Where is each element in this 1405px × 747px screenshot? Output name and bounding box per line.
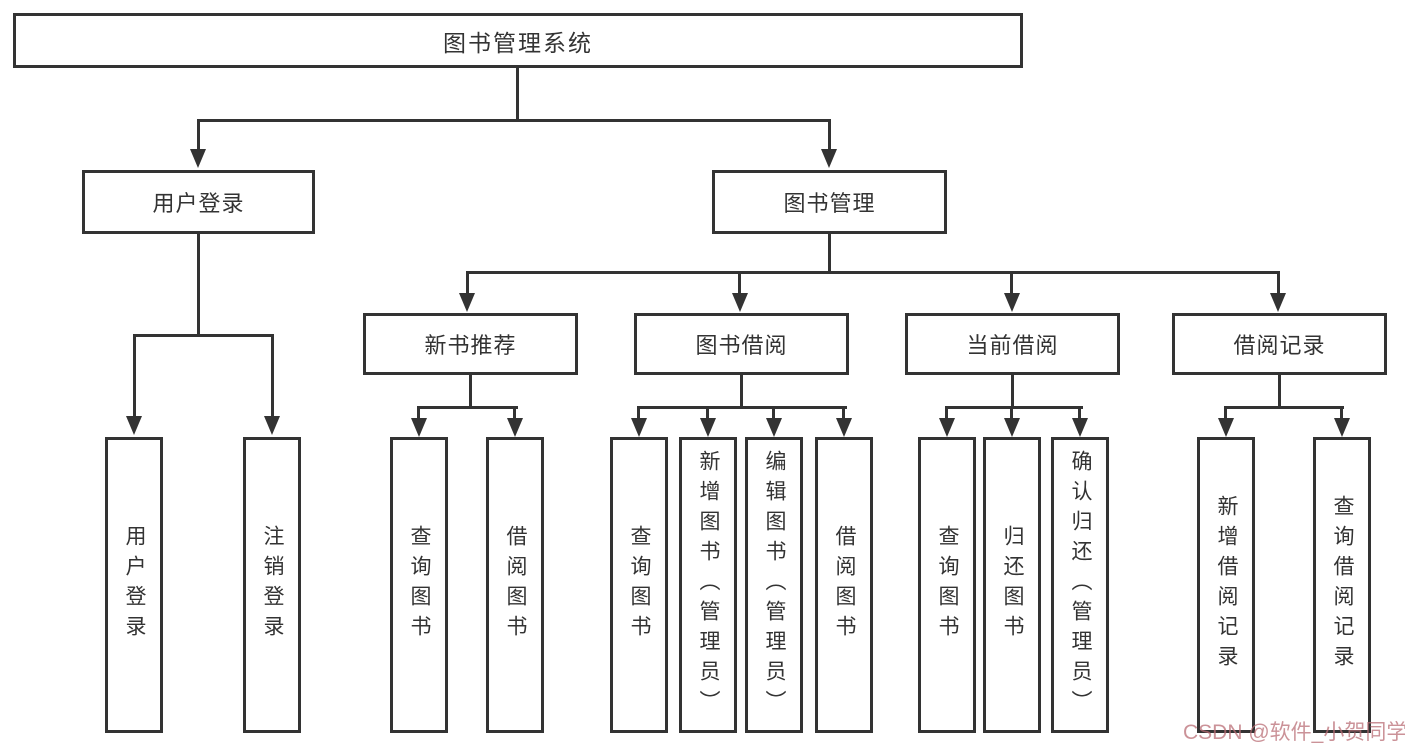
node-book-management: 图书管理 <box>712 170 947 234</box>
connector-drop <box>1010 406 1013 420</box>
arrowhead-leaf <box>836 418 852 437</box>
leaf-label: 确认归还（管理员） <box>1069 450 1092 720</box>
leaf-label: 编辑图书（管理员） <box>763 450 786 720</box>
node-label: 用户登录 <box>152 191 245 216</box>
connector-drop <box>1340 406 1343 420</box>
connector-drop <box>1224 406 1227 420</box>
arrowhead-leaf <box>1218 418 1234 437</box>
leaf-user-login: 用户登录 <box>105 437 163 733</box>
connector-drop-user-login <box>197 119 200 151</box>
node-root-library-system: 图书管理系统 <box>13 13 1023 68</box>
connector-borrow-record-branch <box>1224 406 1344 409</box>
arrowhead-leaf <box>700 418 716 437</box>
leaf-label: 查询借阅记录 <box>1331 495 1354 675</box>
arrowhead-leaf <box>507 418 523 437</box>
connector-borrow-record-stub <box>1278 374 1281 408</box>
node-label: 当前借阅 <box>966 333 1059 358</box>
arrowhead-leaf-user-login <box>126 416 142 435</box>
connector-drop <box>772 406 775 420</box>
connector-current-borrow-stub <box>1011 374 1014 408</box>
connector-level2-branch <box>197 119 831 122</box>
leaf-label: 用户登录 <box>123 525 146 645</box>
node-user-login: 用户登录 <box>82 170 315 234</box>
leaf-label: 新增图书（管理员） <box>697 450 720 720</box>
connector-drop-leaf-user-login <box>133 334 136 418</box>
connector-drop-book-borrow <box>738 271 741 295</box>
connector-level3-branch <box>466 271 1280 274</box>
leaf-borrow-book-borrow: 借阅图书 <box>815 437 873 733</box>
arrowhead-leaf <box>411 418 427 437</box>
node-label: 借阅记录 <box>1233 333 1326 358</box>
connector-drop <box>417 406 420 420</box>
node-current-borrow: 当前借阅 <box>905 313 1120 375</box>
arrowhead-new-book <box>459 293 475 312</box>
connector-drop-new-book <box>466 271 469 295</box>
connector-new-book-stub <box>469 374 472 408</box>
connector-drop <box>1078 406 1081 420</box>
leaf-label: 借阅图书 <box>504 525 527 645</box>
connector-user-login-stub <box>197 233 200 336</box>
connector-drop <box>842 406 845 420</box>
node-label: 新书推荐 <box>424 333 517 358</box>
node-new-book-recommend: 新书推荐 <box>363 313 578 375</box>
node-label: 图书借阅 <box>695 333 788 358</box>
leaf-query-borrow-record: 查询借阅记录 <box>1313 437 1371 733</box>
leaf-add-book-admin: 新增图书（管理员） <box>679 437 737 733</box>
leaf-edit-book-admin: 编辑图书（管理员） <box>745 437 803 733</box>
connector-drop-book-management <box>828 119 831 151</box>
arrowhead-borrow-record <box>1270 293 1286 312</box>
arrowhead-leaf <box>631 418 647 437</box>
leaf-add-borrow-record: 新增借阅记录 <box>1197 437 1255 733</box>
arrowhead-current-borrow <box>1004 293 1020 312</box>
arrowhead-leaf <box>939 418 955 437</box>
leaf-query-book-newbook: 查询图书 <box>390 437 448 733</box>
leaf-query-book-current: 查询图书 <box>918 437 976 733</box>
arrowhead-leaf <box>1004 418 1020 437</box>
leaf-label: 查询图书 <box>936 525 959 645</box>
leaf-label: 注销登录 <box>261 525 284 645</box>
arrowhead-book-management <box>821 149 837 168</box>
node-borrow-record: 借阅记录 <box>1172 313 1387 375</box>
connector-drop-leaf-logout <box>271 334 274 418</box>
connector-root-trunk <box>516 68 519 121</box>
connector-drop <box>513 406 516 420</box>
watermark-text: CSDN @软件_小贺同学 <box>1183 721 1405 744</box>
node-label: 图书管理系统 <box>443 29 593 56</box>
arrowhead-leaf <box>1334 418 1350 437</box>
connector-new-book-branch <box>417 406 518 409</box>
node-label: 图书管理 <box>783 191 876 216</box>
connector-book-borrow-stub <box>740 374 743 408</box>
arrowhead-book-borrow <box>732 293 748 312</box>
connector-current-borrow-branch <box>945 406 1083 409</box>
leaf-return-book: 归还图书 <box>983 437 1041 733</box>
arrowhead-leaf <box>1072 418 1088 437</box>
connector-book-borrow-branch <box>637 406 847 409</box>
leaf-label: 归还图书 <box>1001 525 1024 645</box>
connector-drop <box>637 406 640 420</box>
leaf-borrow-book-newbook: 借阅图书 <box>486 437 544 733</box>
leaf-label: 新增借阅记录 <box>1215 495 1238 675</box>
leaf-confirm-return-admin: 确认归还（管理员） <box>1051 437 1109 733</box>
connector-user-login-branch <box>133 334 274 337</box>
connector-drop-borrow-record <box>1277 271 1280 295</box>
connector-drop <box>706 406 709 420</box>
arrowhead-leaf <box>766 418 782 437</box>
leaf-label: 查询图书 <box>408 525 431 645</box>
connector-drop-current-borrow <box>1010 271 1013 295</box>
connector-book-management-stub <box>828 233 831 273</box>
leaf-logout: 注销登录 <box>243 437 301 733</box>
node-book-borrow: 图书借阅 <box>634 313 849 375</box>
arrowhead-user-login <box>190 149 206 168</box>
leaf-label: 借阅图书 <box>833 525 856 645</box>
leaf-query-book-borrow: 查询图书 <box>610 437 668 733</box>
connector-drop <box>945 406 948 420</box>
arrowhead-leaf-logout <box>264 416 280 435</box>
leaf-label: 查询图书 <box>628 525 651 645</box>
